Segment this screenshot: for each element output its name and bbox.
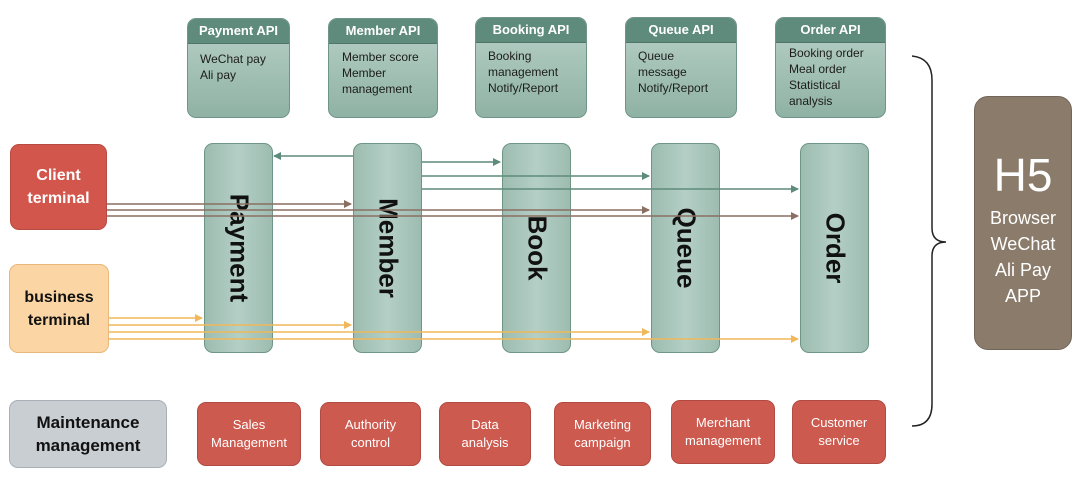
h5-title: H5 — [993, 149, 1053, 201]
customer-service-module: Customer service — [792, 400, 886, 464]
member-api-card: Member API Member score Member managemen… — [328, 18, 438, 118]
h5-channel-wechat: WeChat — [990, 234, 1056, 254]
data-analysis-module: Data analysis — [439, 402, 531, 466]
order-column: Order — [800, 143, 869, 353]
api-title: Order API — [776, 18, 885, 43]
api-title: Payment API — [188, 19, 289, 44]
h5-channel-browser: Browser — [989, 208, 1056, 228]
order-api-card: Order API Booking order Meal order Stati… — [775, 17, 886, 118]
api-title: Queue API — [626, 18, 736, 43]
module-label: Authority control — [344, 417, 397, 450]
business-terminal-label: business terminal — [24, 288, 94, 329]
module-label: Merchant management — [685, 415, 761, 448]
right-brace — [911, 55, 947, 427]
queue-column: Queue — [651, 143, 720, 353]
client-terminal-label: Client terminal — [27, 167, 90, 207]
member-column: Member — [353, 143, 422, 353]
book-column: Book — [502, 143, 571, 353]
payment-column: Payment — [204, 143, 273, 353]
sales-management-module: Sales Management — [197, 402, 301, 466]
api-title: Booking API — [476, 18, 586, 43]
marketing-campaign-module: Marketing campaign — [554, 402, 651, 466]
h5-channel-list: Browser WeChat Ali Pay APP — [975, 205, 1071, 309]
h5-channel-alipay: Ali Pay — [994, 260, 1052, 280]
maintenance-label: Maintenance management — [35, 413, 141, 455]
payment-api-card: Payment API WeChat pay Ali pay — [187, 18, 290, 118]
module-label: Customer service — [810, 415, 868, 448]
business-terminal: business terminal — [9, 264, 109, 353]
api-description: Booking order Meal order Statistical ana… — [789, 46, 864, 108]
booking-api-card: Booking API Booking management Notify/Re… — [475, 17, 587, 118]
queue-api-card: Queue API Queue message Notify/Report — [625, 17, 737, 118]
merchant-management-module: Merchant management — [671, 400, 775, 464]
api-description: Queue message Notify/Report — [638, 49, 709, 95]
h5-channels-box: H5 Browser WeChat Ali Pay APP — [974, 96, 1072, 350]
client-terminal: Client terminal — [10, 144, 107, 230]
module-label: Marketing campaign — [573, 417, 632, 450]
module-label: Data analysis — [461, 417, 509, 450]
api-description: Booking management Notify/Report — [488, 49, 559, 95]
module-label: Sales Management — [211, 417, 287, 450]
authority-control-module: Authority control — [320, 402, 421, 466]
maintenance-management: Maintenance management — [9, 400, 167, 468]
api-description: Member score Member management — [342, 50, 419, 96]
api-title: Member API — [329, 19, 437, 44]
api-description: WeChat pay Ali pay — [200, 52, 266, 82]
h5-channel-app: APP — [1004, 286, 1042, 306]
